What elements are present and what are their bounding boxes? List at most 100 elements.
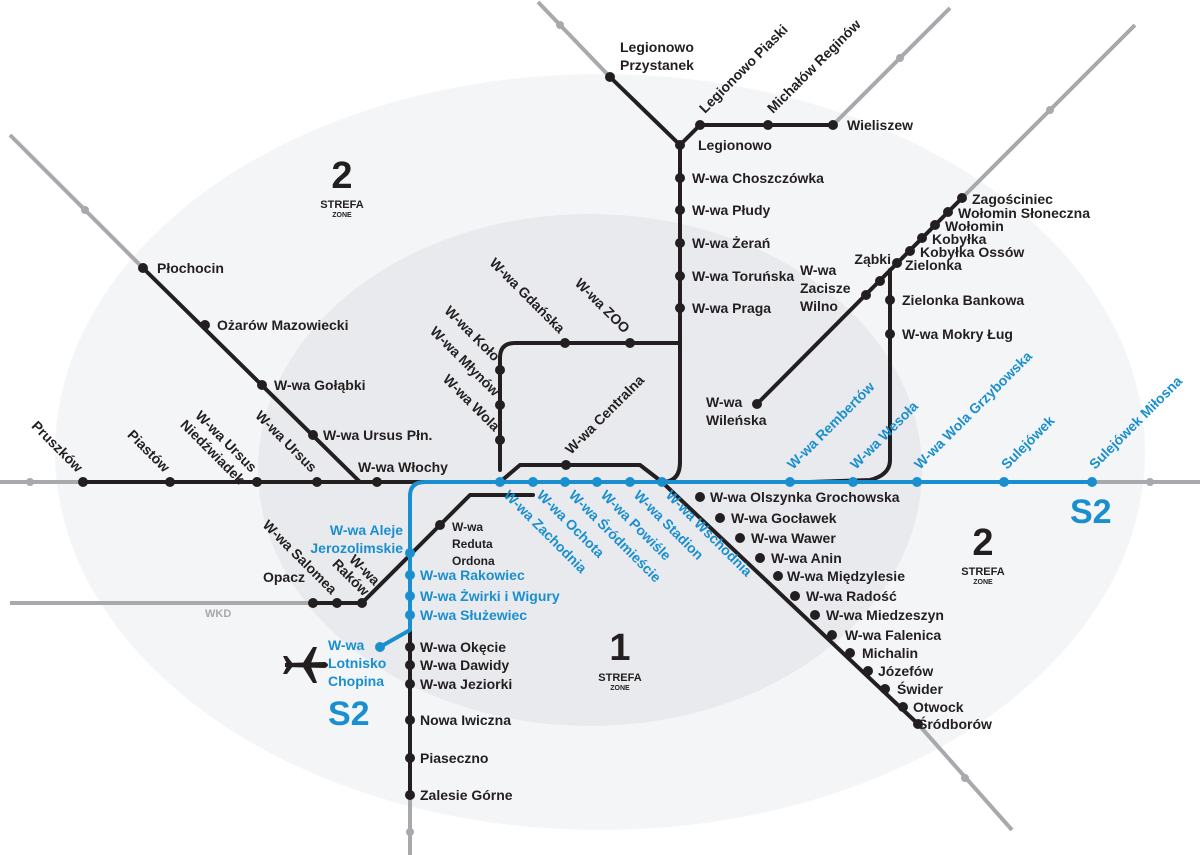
station-dot xyxy=(405,548,415,558)
station-label: Zagościniec xyxy=(972,191,1053,207)
station-józefów[interactable]: Józefów xyxy=(863,663,933,679)
station-w-wa-służewiec[interactable]: W-wa Służewiec xyxy=(405,607,527,623)
station-dot xyxy=(905,246,915,256)
station-świder[interactable]: Świder xyxy=(880,680,943,697)
station-w-wa-jeziorki[interactable]: W-wa Jeziorki xyxy=(405,676,512,692)
station-legionowo[interactable]: Legionowo xyxy=(675,137,772,153)
station-label: W-wa Rakowiec xyxy=(420,567,525,583)
station-w-wa-falenica[interactable]: W-wa Falenica xyxy=(827,627,941,643)
station-dot xyxy=(675,205,685,215)
station-dot xyxy=(405,660,415,670)
station-dot xyxy=(695,120,705,130)
station-w-wa-gołąbki[interactable]: W-wa Gołąbki xyxy=(257,377,366,393)
station-zagościniec[interactable]: Zagościniec xyxy=(957,191,1053,207)
station-w-wa-anin[interactable]: W-wa Anin xyxy=(755,550,842,566)
station-zalesie-górne[interactable]: Zalesie Górne xyxy=(405,787,513,803)
station-dot xyxy=(252,477,262,487)
station-w-wa-mokry-ług[interactable]: W-wa Mokry Ług xyxy=(885,326,1013,342)
station-dot xyxy=(560,477,570,487)
svg-text:2: 2 xyxy=(972,522,993,564)
station-w-wa-wawer[interactable]: W-wa Wawer xyxy=(735,530,836,546)
station-label: W-wa Okęcie xyxy=(420,639,506,655)
station-w-wa-międzylesie[interactable]: W-wa Międzylesie xyxy=(773,568,905,584)
station-w-wa-ursus-płn-[interactable]: W-wa Ursus Płn. xyxy=(308,427,432,443)
station-label: W-wa Choszczówka xyxy=(692,170,824,186)
station-w-wa-choszczówka[interactable]: W-wa Choszczówka xyxy=(675,170,824,186)
station-dot xyxy=(375,642,385,652)
station-dot xyxy=(898,702,908,712)
zone-label-2-east: 2 STREFA ZONE xyxy=(961,522,1004,586)
station-dot xyxy=(312,477,322,487)
station-label: W-wa Włochy xyxy=(358,459,448,475)
station-kobyłka[interactable]: Kobyłka xyxy=(917,231,987,247)
station-michalin[interactable]: Michalin xyxy=(845,645,918,661)
station-dot xyxy=(848,477,858,487)
station-w-wa-płudy[interactable]: W-wa Płudy xyxy=(675,202,770,218)
station-dot xyxy=(495,435,505,445)
station-label: W-wa Miedzeszyn xyxy=(826,607,944,623)
station-zielonka-bankowa[interactable]: Zielonka Bankowa xyxy=(885,292,1024,308)
station-piaseczno[interactable]: Piaseczno xyxy=(405,750,488,766)
station-dot xyxy=(78,477,88,487)
station-dot xyxy=(930,220,940,230)
station-dot xyxy=(138,263,148,273)
station-w-wa-żwirki-i-wigury[interactable]: W-wa Żwirki i Wigury xyxy=(405,588,560,604)
station-dot xyxy=(675,140,685,150)
station-label: W-wa Praga xyxy=(692,300,771,316)
station-dot xyxy=(885,329,895,339)
station-wołomin-słoneczna[interactable]: Wołomin Słoneczna xyxy=(943,205,1090,221)
station-śródborów[interactable]: Śródborów xyxy=(913,715,992,732)
station-nowa-iwiczna[interactable]: Nowa Iwiczna xyxy=(405,712,511,728)
station-kobyłka-ossów[interactable]: Kobyłka Ossów xyxy=(905,244,1024,260)
station-wołomin[interactable]: Wołomin xyxy=(930,218,1004,234)
station-ząbki[interactable]: Ząbki xyxy=(854,251,891,286)
station-płochocin[interactable]: Płochocin xyxy=(138,260,224,276)
station-zielonka[interactable]: Zielonka xyxy=(892,257,962,273)
station-w-wa-okęcie[interactable]: W-wa Okęcie xyxy=(405,639,506,655)
station-ożarów-mazowiecki[interactable]: Ożarów Mazowiecki xyxy=(200,317,348,333)
svg-text:ZONE: ZONE xyxy=(332,212,352,219)
station-label: Zalesie Górne xyxy=(420,787,513,803)
station-w-wa-miedzeszyn[interactable]: W-wa Miedzeszyn xyxy=(810,607,944,623)
station-w-wa-gocławek[interactable]: W-wa Gocławek xyxy=(715,510,837,526)
station-otwock[interactable]: Otwock xyxy=(898,699,964,715)
station-label: W-wa Żwirki i Wigury xyxy=(420,588,560,604)
station-w-wa-praga[interactable]: W-wa Praga xyxy=(675,300,771,316)
station-opacz[interactable]: Opacz xyxy=(263,569,318,608)
s2-label-west: S2 xyxy=(328,695,370,733)
station-dot xyxy=(332,598,342,608)
station-label: Wieliszew xyxy=(847,117,913,133)
station-wieliszew[interactable]: Wieliszew xyxy=(828,117,913,133)
station-label: Otwock xyxy=(913,699,964,715)
station-dot xyxy=(308,430,318,440)
station-w-wa-olszynka-grochowska[interactable]: W-wa Olszynka Grochowska xyxy=(695,489,900,505)
station-w-wa-toruńska[interactable]: W-wa Toruńska xyxy=(675,268,794,284)
station-w-wa-żerań[interactable]: W-wa Żerań xyxy=(675,235,770,251)
station-label: W-wa Falenica xyxy=(845,627,941,643)
station-dot xyxy=(357,598,367,608)
station-dot xyxy=(405,570,415,580)
station-dot xyxy=(752,399,762,409)
station-w-wa-dawidy[interactable]: W-wa Dawidy xyxy=(405,657,509,673)
station-label: W-wa Płudy xyxy=(692,202,770,218)
station-w-wa-włochy[interactable]: W-wa Włochy xyxy=(358,459,448,487)
station-w-wa-radość[interactable]: W-wa Radość xyxy=(790,588,897,604)
station-label: W-wa Dawidy xyxy=(420,657,509,673)
station-dot xyxy=(943,207,953,217)
airplane-icon xyxy=(283,647,328,683)
svg-text:STREFA: STREFA xyxy=(598,672,641,684)
station-dot xyxy=(785,477,795,487)
station-w-wa-rakowiec[interactable]: W-wa Rakowiec xyxy=(405,567,525,583)
station-label: W-wa Mokry Ług xyxy=(902,326,1013,342)
station-dot xyxy=(257,380,267,390)
zone-1-area xyxy=(258,214,922,726)
station-dot xyxy=(405,715,415,725)
